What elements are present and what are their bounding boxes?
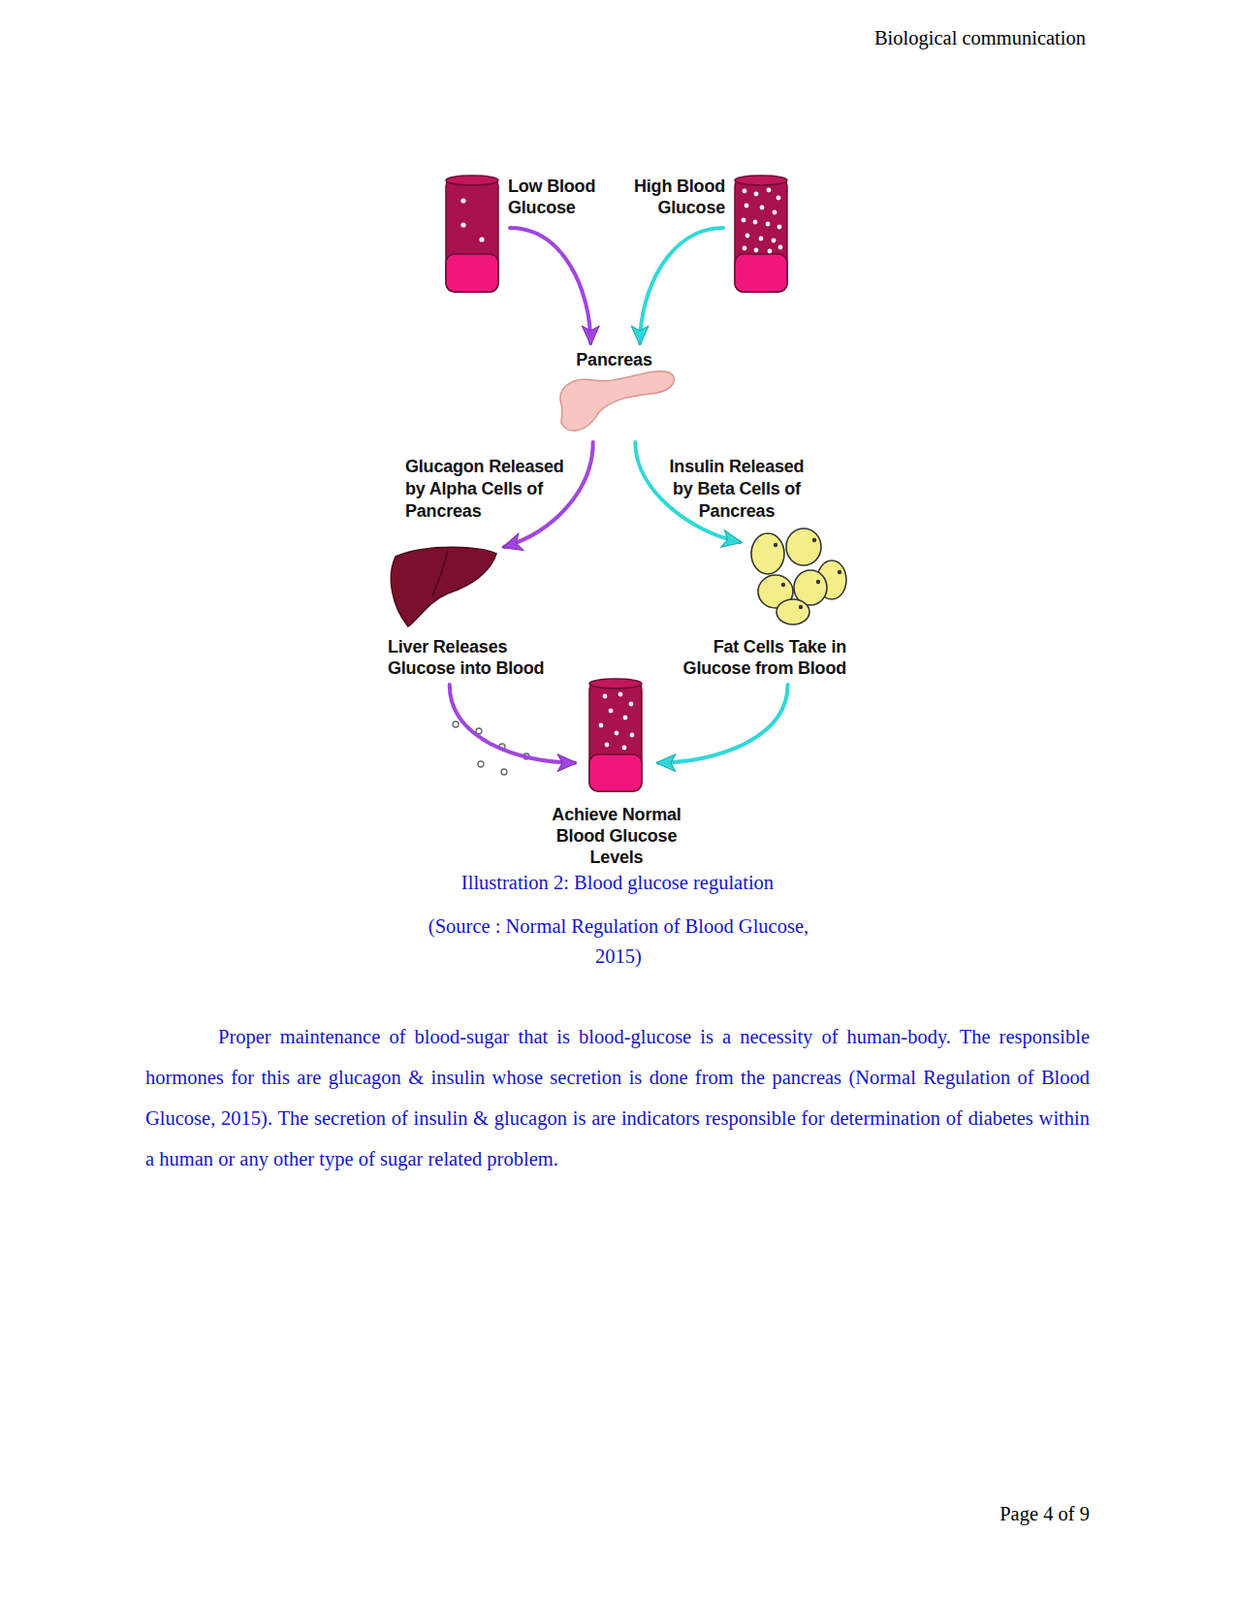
glucose-state-label: High Blood Glucose — [620, 175, 726, 221]
source-note: (Source : Normal Regulation of Blood Glu… — [405, 911, 832, 972]
blood-tube — [589, 678, 642, 792]
curved-arrow — [639, 227, 724, 344]
fat-cells — [751, 528, 847, 625]
organ-node: Pancreas — [555, 348, 673, 439]
edge-label: Insulin Released by Beta Cells of Pancre… — [659, 455, 815, 523]
figure-caption: Illustration 2: Blood glucose regulation — [375, 868, 860, 896]
node-label: Fat Cells Take in Glucose from Blood — [668, 635, 847, 679]
liver-lobe-line — [432, 550, 448, 597]
curved-arrow — [449, 684, 575, 763]
running-header: Biological communication — [678, 25, 1086, 51]
curved-arrow — [658, 684, 789, 763]
pancreas-organ — [560, 371, 675, 431]
blood-tube — [445, 175, 499, 292]
glucose-dots — [452, 721, 530, 775]
curved-arrow — [509, 227, 591, 344]
node-label: Pancreas — [555, 348, 673, 371]
page-number: Page 4 of 9 — [833, 1500, 1090, 1526]
cell-node: Fat Cells Take in Glucose from Blood — [668, 528, 847, 679]
liver-organ — [390, 546, 497, 627]
node-label: High Blood Glucose — [620, 175, 726, 219]
node-label: Low Blood Glucose — [507, 175, 613, 219]
glucose-state-label: Low Blood Glucose — [507, 175, 613, 221]
body-paragraph: Proper maintenance of blood-sugar that i… — [145, 1015, 1090, 1179]
blood-tube — [734, 175, 788, 292]
node-label: Liver Releases Glucose into Blood — [387, 635, 565, 679]
node-label: Achieve Normal Blood Glucose Levels — [549, 803, 684, 868]
result-node: Achieve Normal Blood Glucose Levels — [549, 676, 684, 868]
edge-label: Glucagon Released by Alpha Cells of Panc… — [405, 455, 576, 523]
organ-node: Liver Releases Glucose into Blood — [387, 540, 565, 679]
